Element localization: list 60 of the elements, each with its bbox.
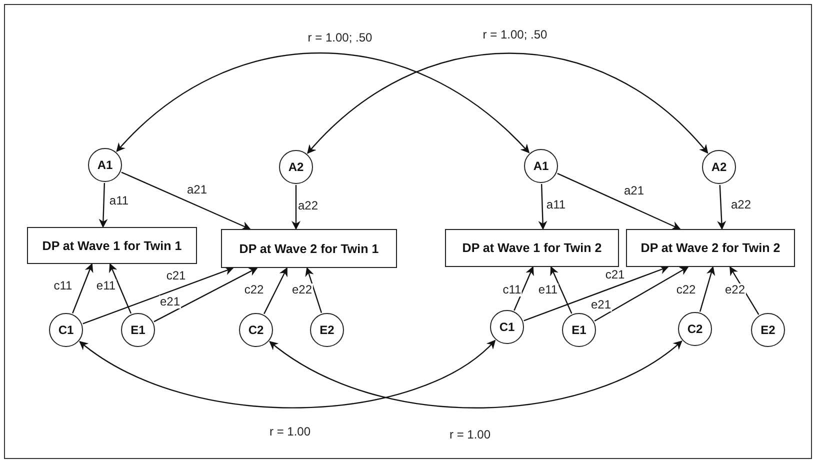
path-arrow [98,182,108,228]
path-arrow [264,267,288,314]
path-coefficient-label: c11 [52,280,74,292]
path-coefficient-label: e22 [724,284,746,296]
path-arrow [538,184,548,230]
correlation-arrow [269,340,682,408]
latent-factor-circle: C1 [490,310,524,344]
path-coefficient-label: c11 [502,284,522,296]
correlation-arrow [116,52,530,154]
path-coefficient-label: c22 [243,284,265,296]
latent-factor-circle: C2 [678,312,712,346]
path-arrow [72,263,94,314]
latent-factor-circle: E2 [310,313,344,347]
observed-variable-box: DP at Wave 1 for Twin 1 [27,227,197,264]
path-arrow [557,172,681,230]
path-arrow [82,266,234,324]
path-arrow [699,266,716,312]
path-arrow [514,266,534,311]
latent-factor-circle: E1 [562,313,596,347]
path-coefficient-label: r = 1.00; .50 [482,28,548,42]
path-coefficient-label: c22 [675,284,697,296]
path-coefficient-label: r = 1.00; .50 [306,32,374,44]
latent-factor-circle: A1 [524,149,558,183]
path-coefficient-label: a21 [186,184,208,196]
path-arrow [524,266,669,322]
path-coefficient-label: a11 [545,198,567,212]
correlation-arrow [306,52,708,154]
path-arrow [305,267,322,314]
path-arrow [729,266,760,315]
latent-factor-circle: E1 [121,313,155,347]
correlation-arrow [79,340,496,408]
path-coefficient-label: a22 [296,200,320,212]
path-arrow [594,266,689,322]
path-coefficient-label: a11 [108,194,130,208]
path-arrow [717,184,726,230]
path-arrow [550,266,572,314]
path-arrow [154,267,258,322]
observed-variable-box: DP at Wave 2 for Twin 2 [626,229,795,267]
latent-factor-circle: C1 [49,313,83,347]
latent-factor-circle: A2 [702,150,736,184]
path-coefficient-label: e21 [158,296,182,308]
latent-factor-circle: C2 [239,313,273,347]
path-coefficient-label: c21 [165,270,187,282]
path-coefficient-label: c21 [604,268,626,282]
latent-factor-circle: E2 [751,313,785,347]
path-arrow [292,185,300,230]
path-coefficient-label: e22 [290,284,314,296]
observed-variable-box: DP at Wave 2 for Twin 1 [221,229,397,268]
path-arrow [109,263,132,314]
path-coefficient-label: e11 [537,284,559,296]
path-arrow [121,172,251,230]
latent-factor-circle: A1 [88,148,122,182]
path-coefficient-label: e21 [590,298,612,312]
path-coefficient-label: e11 [95,280,117,292]
latent-factor-circle: A2 [279,150,313,184]
path-coefficient-label: r = 1.00 [448,428,492,442]
path-coefficient-label: a22 [730,198,752,212]
path-coefficient-label: r = 1.00 [268,426,312,438]
path-coefficient-label: a21 [622,184,646,198]
observed-variable-box: DP at Wave 1 for Twin 2 [445,229,619,267]
